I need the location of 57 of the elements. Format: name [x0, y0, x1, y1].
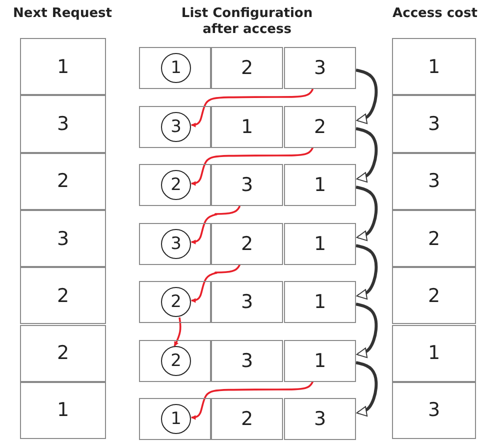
list-cell: 2 [20, 152, 106, 210]
circled-number: 3 [161, 112, 191, 142]
curved-arrow [356, 302, 378, 358]
move-arrow [190, 206, 241, 244]
curved-arrow [356, 127, 378, 183]
list-cell: 3 [211, 281, 283, 323]
curved-arrow [356, 361, 378, 417]
column-heading: Next Request [12, 6, 113, 22]
list-cell: 1 [392, 324, 476, 382]
column-heading: List Configuration after access [180, 6, 314, 38]
list-cell: 1 [20, 38, 106, 96]
list-cell [139, 164, 211, 206]
list-cell: 3 [284, 398, 356, 440]
curved-arrow [356, 68, 378, 124]
circled-number: 3 [161, 228, 191, 258]
list-cell: 3 [392, 152, 476, 210]
list-cell [139, 47, 211, 89]
list-cell: 3 [284, 47, 356, 89]
list-cell: 3 [20, 210, 106, 268]
column-heading: Access cost [392, 6, 478, 22]
list-cell [139, 106, 211, 148]
list-cell [139, 398, 211, 440]
list-cell [139, 340, 211, 382]
curved-arrow [356, 244, 378, 300]
list-cell: 3 [211, 164, 283, 206]
list-cell [139, 222, 211, 264]
list-cell: 1 [284, 281, 356, 323]
list-cell: 3 [392, 382, 476, 440]
list-cell: 2 [284, 106, 356, 148]
circled-number: 2 [161, 346, 191, 376]
list-cell: 1 [284, 340, 356, 382]
list-cell: 2 [211, 47, 283, 89]
move-arrow [190, 88, 314, 128]
circled-number: 1 [161, 404, 191, 434]
list-cell: 3 [392, 95, 476, 153]
list-cell: 1 [284, 164, 356, 206]
list-cell: 3 [211, 340, 283, 382]
list-cell: 2 [211, 398, 283, 440]
move-arrow [190, 381, 314, 420]
move-arrow [190, 264, 241, 303]
move-arrow [190, 147, 314, 186]
list-cell: 2 [211, 222, 283, 264]
list-cell: 1 [20, 382, 106, 440]
list-cell: 2 [20, 267, 106, 324]
move-arrow [174, 317, 182, 347]
list-cell [139, 281, 211, 323]
circled-number: 2 [161, 170, 191, 200]
list-cell: 2 [20, 324, 106, 382]
list-cell: 3 [20, 95, 106, 153]
circled-number: 2 [161, 287, 191, 317]
curved-arrow [356, 186, 378, 242]
list-cell: 1 [211, 106, 283, 148]
list-cell: 1 [392, 38, 476, 96]
list-cell: 2 [392, 210, 476, 268]
circled-number: 1 [161, 53, 191, 83]
list-cell: 2 [392, 267, 476, 324]
list-cell: 1 [284, 222, 356, 264]
